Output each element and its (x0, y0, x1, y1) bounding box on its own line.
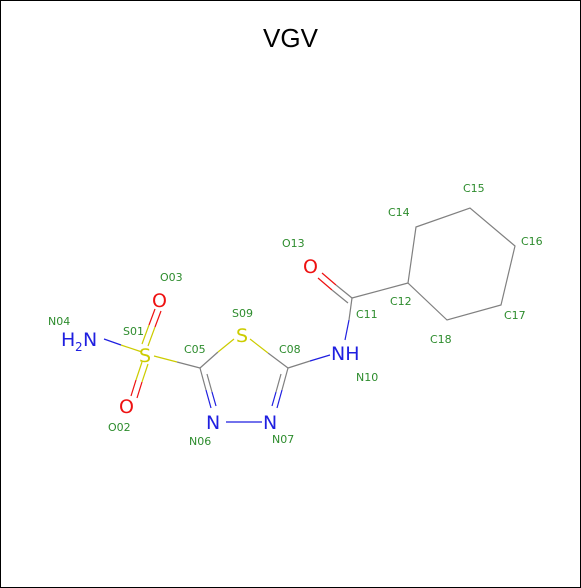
atom-label-o03: O03 (160, 271, 183, 284)
bond-c11-o13-a2 (321, 272, 337, 286)
atom-label-c16: C16 (521, 235, 543, 248)
atom-label-n04: N04 (48, 315, 70, 328)
bond-n07-c08-a2 (281, 367, 289, 391)
atom-symbol-s01: S (139, 345, 151, 367)
bond-c05-s09 (199, 351, 219, 369)
bond-s01-n04 (120, 344, 143, 353)
bond-c05-s09-s (217, 338, 235, 353)
atom-label-c18: C18 (430, 333, 452, 346)
atom-label-s09: S09 (232, 307, 253, 320)
bond-s01-o03-b (147, 326, 156, 347)
bond-s01-n04-n (103, 338, 122, 346)
bond-c05-n06-b (206, 373, 213, 393)
bond-c05-n06-a (199, 367, 207, 391)
bond-n07-c08-b2 (275, 373, 282, 393)
atom-symbol-n07: N (263, 412, 277, 434)
molecule-title: VGV (263, 23, 318, 53)
atom-label-s01: S01 (123, 325, 144, 338)
bond-s01-o03-a (141, 324, 150, 345)
atom-label-c17: C17 (504, 309, 526, 322)
atom-label-n10: N10 (356, 371, 378, 384)
atom-labels: N04 S01 O03 O02 C05 S09 C08 N06 N07 N10 … (48, 182, 543, 448)
bond-c08-n10 (287, 360, 311, 369)
bond-n10-c11 (344, 319, 350, 341)
bond-s01-o03-b2 (154, 310, 162, 328)
bond-s01-o02-b (141, 363, 149, 383)
atom-symbol-n10: NH (331, 343, 360, 365)
atom-label-n06: N06 (189, 435, 211, 448)
cyclohexane-ring (407, 207, 516, 321)
atom-symbol-s09: S (236, 325, 248, 347)
element-symbols: H 2 N S O O S N N NH O (61, 256, 360, 434)
atom-label-o02: O02 (108, 421, 131, 434)
bond-c11-o13-a (335, 284, 353, 299)
bonds (103, 207, 516, 423)
bond-n07-c08-b (271, 391, 277, 407)
bond-s01-o02-a (135, 361, 143, 381)
bond-n07-c08-a (276, 389, 283, 409)
atom-symbol-n06: N (206, 412, 220, 434)
atom-label-c11: C11 (356, 308, 378, 321)
bond-s01-o03-a2 (148, 308, 156, 326)
bond-c11-o13-b (331, 289, 349, 304)
bond-s01-o02-b2 (136, 381, 143, 399)
bond-s09-c08 (249, 338, 269, 354)
bond-s09-c08-c (267, 352, 289, 369)
atom-symbol-h2n-n: N (83, 329, 97, 351)
bond-c05-n06-b2 (211, 391, 217, 407)
atom-label-o13: O13 (282, 237, 305, 250)
bond-s01-c05-c (176, 361, 201, 369)
atom-label-c12: C12 (390, 295, 412, 308)
atom-symbol-o03: O (152, 290, 167, 312)
bond-s01-c05 (153, 355, 178, 363)
atom-symbol-o13: O (303, 256, 318, 278)
bond-c08-n10-n (309, 354, 331, 362)
atom-label-c14: C14 (388, 206, 410, 219)
atom-symbol-h2n-h: H (61, 329, 75, 351)
bond-n10-c11-c (348, 297, 353, 321)
bond-c11-o13-b2 (317, 277, 333, 291)
bond-s01-o02-a2 (130, 379, 137, 397)
atom-symbol-o02: O (119, 396, 134, 418)
bond-c05-n06-a2 (205, 389, 212, 409)
atom-symbol-h2n-sub: 2 (75, 340, 83, 354)
atom-label-c15: C15 (463, 182, 485, 195)
atom-label-n07: N07 (272, 433, 294, 446)
bond-c11-c12 (351, 282, 409, 299)
atom-label-c05: C05 (184, 343, 206, 356)
atom-label-c08: C08 (279, 343, 301, 356)
